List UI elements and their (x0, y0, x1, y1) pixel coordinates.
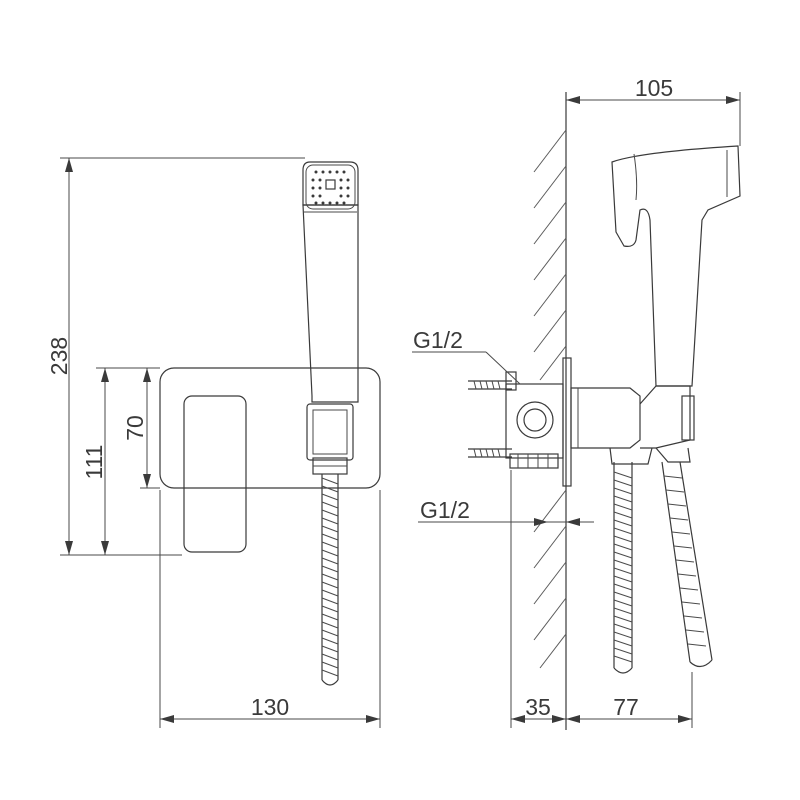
spray-head (305, 164, 356, 210)
spray-nozzles (311, 170, 350, 205)
dimension-130-label: 130 (251, 694, 289, 720)
thread-callout-upper: G1/2 (412, 327, 521, 385)
dimension-111: 111 (81, 367, 160, 555)
embedded-body (505, 371, 564, 469)
handset (302, 161, 359, 403)
dimension-111-label: 111 (81, 445, 107, 480)
mounting-screws (468, 380, 512, 458)
hose-side-left (613, 462, 633, 674)
mixer-body-side (570, 385, 695, 465)
dimension-105: 105 (566, 75, 741, 146)
dimension-238: 238 (46, 157, 305, 556)
dimension-70-label: 70 (122, 415, 148, 441)
holder-bracket (306, 403, 354, 475)
wall-plate (159, 367, 381, 489)
dimension-77: 77 (566, 672, 693, 728)
handset-side (611, 145, 741, 387)
front-view (159, 161, 381, 686)
wall-hatching (533, 129, 567, 669)
dimension-35: 35 (510, 470, 566, 728)
thread-callout-lower: G1/2 (418, 497, 594, 526)
plate-profile (562, 357, 572, 487)
hose-side-right (655, 447, 713, 668)
dimension-130: 130 (159, 490, 381, 728)
hose-front (321, 474, 339, 686)
dimension-105-label: 105 (635, 75, 673, 101)
dimension-238-label: 238 (46, 337, 72, 375)
dimension-77-label: 77 (613, 694, 639, 720)
side-view (468, 92, 741, 730)
dimension-35-label: 35 (525, 694, 551, 720)
thread-callout-lower-label: G1/2 (420, 497, 470, 523)
dimension-70: 70 (122, 368, 160, 489)
thread-callout-upper-label: G1/2 (413, 327, 463, 353)
mixer-lever (183, 395, 247, 553)
